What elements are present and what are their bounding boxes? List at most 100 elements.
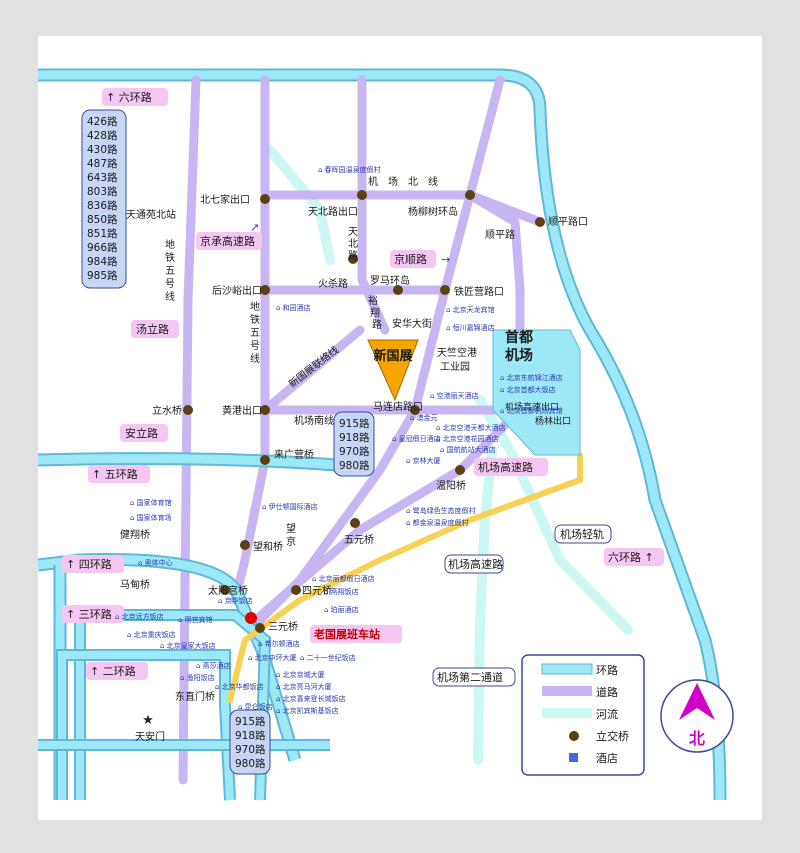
bridge-tianbei <box>357 190 367 200</box>
airport-rail-label: 机场轻轨 <box>560 527 604 541</box>
svg-text:路: 路 <box>348 249 358 262</box>
svg-text:翔: 翔 <box>370 306 380 319</box>
svg-text:⌂ 北京中环大厦: ⌂ 北京中环大厦 <box>248 653 297 662</box>
ring-5 <box>38 452 371 475</box>
airport-label-2: 机场 <box>505 347 533 364</box>
svg-text:851路: 851路 <box>87 227 118 240</box>
compass: 北 <box>660 679 734 753</box>
svg-text:北: 北 <box>348 238 358 250</box>
svg-text:918路: 918路 <box>339 431 370 444</box>
svg-text:430路: 430路 <box>87 143 118 156</box>
svg-text:⌂ 北京华都饭店: ⌂ 北京华都饭店 <box>215 682 264 691</box>
svg-text:路: 路 <box>372 318 382 331</box>
svg-text:⌂ 国家体育馆: ⌂ 国家体育馆 <box>130 498 172 507</box>
svg-text:985路: 985路 <box>87 269 118 282</box>
svg-text:立水桥: 立水桥 <box>152 404 182 417</box>
legend-road-label: 道路 <box>596 685 618 699</box>
svg-text:⌂ 京林大厦: ⌂ 京林大厦 <box>406 456 441 465</box>
svg-text:⌂ 北京空港天都大酒店: ⌂ 北京空港天都大酒店 <box>436 423 506 432</box>
svg-text:⌂ 北京天龙宾馆: ⌂ 北京天龙宾馆 <box>446 305 495 314</box>
svg-text:马连店路口: 马连店路口 <box>373 400 423 413</box>
svg-text:⌂ 北京重庆饭店: ⌂ 北京重庆饭店 <box>127 630 176 639</box>
svg-text:后沙峪出口: 后沙峪出口 <box>212 284 262 297</box>
svg-text:火杀路: 火杀路 <box>318 277 348 290</box>
svg-text:⌂ 渔阳饭店: ⌂ 渔阳饭店 <box>180 673 215 682</box>
svg-text:⌂ 北京喜来登长城饭店: ⌂ 北京喜来登长城饭店 <box>276 694 346 703</box>
bridge-siyuan <box>291 585 301 595</box>
svg-text:裕: 裕 <box>368 294 378 307</box>
svg-text:京: 京 <box>286 535 296 548</box>
svg-text:⌂ 北京凯宾斯基饭店: ⌂ 北京凯宾斯基饭店 <box>276 706 339 715</box>
old-exhibition-dot <box>245 612 257 624</box>
svg-text:东直门桥: 东直门桥 <box>175 690 215 703</box>
bridge-laiguangying <box>260 455 270 465</box>
svg-text:915路: 915路 <box>235 715 266 728</box>
bus-routes-top: 426路 428路 430路 487路 643路 803路 836路 850路 … <box>81 109 127 289</box>
compass-label: 北 <box>689 729 705 748</box>
jingshun-label: 京顺路 <box>394 252 427 266</box>
tangli-label: 汤立路 <box>136 322 169 336</box>
river-east <box>475 395 633 635</box>
svg-text:⌂ 北京远方饭店: ⌂ 北京远方饭店 <box>115 612 164 621</box>
svg-text:机 场 北 线: 机 场 北 线 <box>368 175 438 188</box>
svg-text:线: 线 <box>165 290 175 303</box>
river-north <box>265 145 335 265</box>
bridge-huosha <box>348 254 358 264</box>
bridge-yangliushu <box>465 190 475 200</box>
road-metro5 <box>230 75 270 605</box>
svg-text:⌂ 明宫宾馆: ⌂ 明宫宾馆 <box>178 615 213 624</box>
svg-text:⌂ 京华饭店: ⌂ 京华饭店 <box>218 596 253 605</box>
svg-text:四元桥: 四元桥 <box>302 585 332 597</box>
svg-text:顺平路口: 顺平路口 <box>548 215 588 228</box>
svg-text:980路: 980路 <box>235 757 266 770</box>
svg-text:⌂ 伊仕顿国际酒店: ⌂ 伊仕顿国际酒店 <box>262 502 318 511</box>
svg-text:铁: 铁 <box>165 251 175 264</box>
bridge-maliandian <box>410 405 420 415</box>
ring4-label: ↑ 四环路 <box>66 558 112 571</box>
road-airport-expressway <box>245 405 525 630</box>
svg-text:918路: 918路 <box>235 729 266 742</box>
svg-text:643路: 643路 <box>87 171 118 184</box>
bus-routes-bottom: 915路 918路 970路 980路 <box>229 709 271 775</box>
ring6-label: ↑ 六环路 <box>106 91 152 104</box>
svg-text:⌂ 北京丽都假日酒店: ⌂ 北京丽都假日酒店 <box>312 574 375 583</box>
legend-river-swatch <box>542 708 592 718</box>
svg-text:天竺空港: 天竺空港 <box>437 346 477 359</box>
svg-text:温阳桥: 温阳桥 <box>436 480 466 492</box>
ring-labels: ↑ 六环路 ↑ 五环路 ↑ 四环路 ↑ 三环路 ↑ 二环路 六环路 ↑ <box>62 88 664 680</box>
interchanges <box>183 190 545 633</box>
legend-hotel-label: 酒店 <box>596 751 618 765</box>
airport-expwy-label: 机场高速路 <box>478 460 533 474</box>
bridge-taiyanggong <box>220 585 230 595</box>
svg-text:⌂ 鹭岛绿色生态度假村: ⌂ 鹭岛绿色生态度假村 <box>406 506 476 515</box>
bridge-wangheqiao <box>240 540 250 550</box>
legend: 环路 道路 河流 立交桥 酒店 <box>521 654 645 776</box>
svg-text:⌂ 北京空港花园酒店: ⌂ 北京空港花园酒店 <box>436 434 499 443</box>
ring6-right-label: 六环路 ↑ <box>608 551 654 564</box>
svg-text:⌂ 恒川嘉锦酒店: ⌂ 恒川嘉锦酒店 <box>446 323 495 332</box>
svg-text:马甸桥: 马甸桥 <box>120 578 150 591</box>
legend-road-swatch <box>542 686 592 696</box>
legend-hotel-swatch <box>569 753 578 762</box>
svg-text:⌂ 奥体中心: ⌂ 奥体中心 <box>138 558 173 567</box>
svg-text:⌂ 昆仑饭店: ⌂ 昆仑饭店 <box>238 702 273 711</box>
ring2-label: ↑ 二环路 <box>90 665 136 678</box>
tiananmen-star: ★ <box>142 713 154 728</box>
place-labels: 机 场 北 线 北七家出口 天北路出口 杨柳树环岛 顺平路口 顺平路 天 北 路… <box>120 175 588 743</box>
svg-text:健翔桥: 健翔桥 <box>120 528 150 541</box>
svg-text:970路: 970路 <box>235 743 266 756</box>
svg-text:⌂ 国家体育场: ⌂ 国家体育场 <box>130 513 172 522</box>
svg-text:号: 号 <box>250 340 260 352</box>
svg-text:号: 号 <box>165 278 175 290</box>
svg-text:⌂ 空港丽天酒店: ⌂ 空港丽天酒店 <box>430 391 479 400</box>
compass-arrow-icon <box>679 683 715 720</box>
svg-text:980路: 980路 <box>339 459 370 472</box>
svg-text:→: → <box>441 253 450 266</box>
svg-text:天北路出口: 天北路出口 <box>308 205 358 218</box>
bridge-beiqijia <box>260 194 270 204</box>
road-north-2 <box>357 75 390 335</box>
svg-text:⌂ 北京皇家大饭店: ⌂ 北京皇家大饭店 <box>160 641 216 650</box>
ring-3 <box>74 609 272 801</box>
svg-text:428路: 428路 <box>87 129 118 142</box>
new-exhibition-center <box>367 339 419 402</box>
